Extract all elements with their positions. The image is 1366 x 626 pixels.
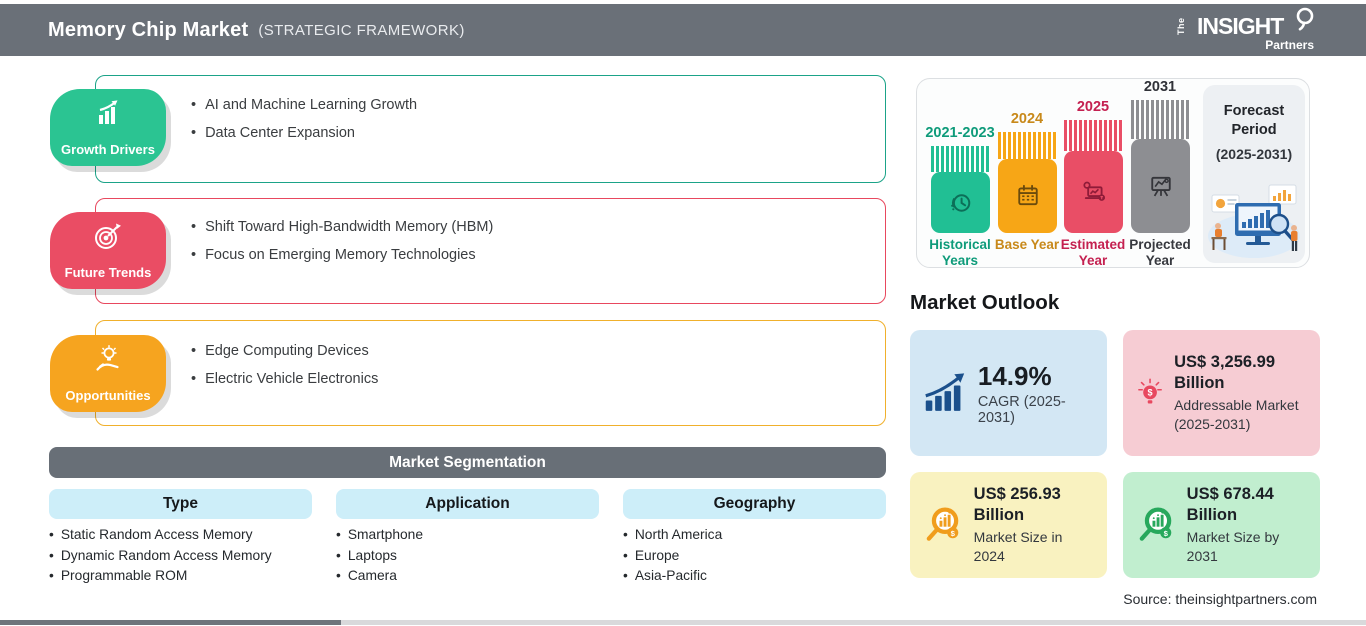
forecast-timeline-panel: 2021-2023 2024 2025 2031 (916, 78, 1310, 268)
badge-label: Growth Drivers (61, 142, 155, 157)
market-size-2024-value: US$ 256.93 Billion (973, 485, 1061, 524)
magnifier-chart-green-icon: $ (1139, 507, 1172, 541)
list-item: Edge Computing Devices (191, 337, 885, 365)
bar-caption: Projected Year (1129, 237, 1191, 268)
bar-caption: Base Year (994, 237, 1060, 252)
market-size-2031-caption: Market Size by 2031 (1186, 529, 1280, 564)
list-item: Laptops (336, 546, 599, 567)
page-subtitle: (STRATEGIC FRAMEWORK) (258, 21, 465, 39)
cagr-value: 14.9% (977, 360, 1052, 391)
svg-text:$: $ (1164, 529, 1169, 538)
horizontal-scrollbar-track[interactable] (0, 620, 1366, 625)
application-list: Smartphone Laptops Camera (336, 525, 599, 587)
target-dart-icon (95, 223, 121, 249)
logo-the-text: The (1176, 17, 1186, 35)
estimate-device-icon (1082, 181, 1105, 201)
market-size-2031-value: US$ 678.44 Billion (1186, 485, 1274, 524)
future-trends-box: Shift Toward High-Bandwidth Memory (HBM)… (95, 198, 886, 304)
projection-screen-icon (1150, 176, 1171, 197)
forecast-period-panel: Forecast Period (2025-2031) (1203, 85, 1305, 263)
geography-list: North America Europe Asia-Pacific (623, 525, 886, 587)
header-bar: Memory Chip Market (STRATEGIC FRAMEWORK)… (0, 4, 1366, 56)
bar-stripes (1064, 120, 1123, 151)
magnifier-chart-orange-icon: $ (926, 507, 959, 541)
type-list: Static Random Access Memory Dynamic Rand… (49, 525, 312, 587)
list-item: AI and Machine Learning Growth (191, 91, 885, 119)
future-trends-badge: Future Trends (50, 212, 166, 289)
list-item: Shift Toward High-Bandwidth Memory (HBM) (191, 213, 885, 241)
addressable-market-value: US$ 3,256.99 Billion (1174, 353, 1276, 392)
growth-drivers-box: AI and Machine Learning Growth Data Cent… (95, 75, 886, 183)
badge-label: Future Trends (64, 265, 152, 280)
badge-label: Opportunities (65, 388, 151, 403)
list-item: Programmable ROM (49, 566, 312, 587)
analytics-illustration (1208, 184, 1300, 258)
historical-years-bar (931, 146, 990, 233)
segmentation-column-type: Type (49, 489, 312, 519)
svg-text:$: $ (1148, 388, 1153, 398)
list-item: Asia-Pacific (623, 566, 886, 587)
svg-text:$: $ (951, 529, 956, 538)
market-size-2031-card: $ US$ 678.44 Billion Market Size by 2031 (1123, 472, 1320, 578)
cagr-card: 14.9% CAGR (2025-2031) (910, 330, 1107, 456)
bar-stripes (1131, 100, 1190, 139)
clock-history-icon (950, 193, 970, 212)
addressable-market-caption: Addressable Market (2025-2031) (1174, 397, 1299, 432)
list-item: Static Random Access Memory (49, 525, 312, 546)
bar-caption: Estimated Year (1060, 237, 1126, 268)
list-item: Dynamic Random Access Memory (49, 546, 312, 567)
logo-partners-text: Partners (1265, 38, 1314, 52)
future-trends-list: Shift Toward High-Bandwidth Memory (HBM)… (96, 199, 885, 269)
calendar-icon (1017, 184, 1038, 206)
bar-caption: Historical Years (929, 237, 991, 268)
magnifier-ring-icon (1296, 7, 1314, 31)
year-label: 2024 (1010, 111, 1044, 127)
list-item: Europe (623, 546, 886, 567)
base-year-bar (998, 132, 1057, 233)
growth-drivers-list: AI and Machine Learning Growth Data Cent… (96, 76, 885, 147)
bar-stripes (931, 146, 990, 172)
horizontal-scrollbar-thumb[interactable] (0, 620, 341, 625)
page-title: Memory Chip Market (48, 18, 249, 41)
year-label: 2021-2023 (925, 125, 995, 141)
year-label: 2031 (1143, 79, 1177, 95)
estimated-year-bar (1064, 120, 1123, 233)
opportunities-box: Edge Computing Devices Electric Vehicle … (95, 320, 886, 426)
opportunities-list: Edge Computing Devices Electric Vehicle … (96, 321, 885, 393)
list-item: Electric Vehicle Electronics (191, 365, 885, 393)
bar-body (931, 172, 990, 233)
bar-body (998, 159, 1057, 233)
year-label: 2025 (1076, 99, 1110, 115)
opportunities-badge: Opportunities (50, 335, 166, 412)
logo-insight-text: INSIGHT (1197, 13, 1284, 39)
addressable-market-card: $ US$ 3,256.99 Billion Addressable Marke… (1123, 330, 1320, 456)
cagr-caption: CAGR (2025-2031) (977, 393, 1066, 426)
market-size-2024-card: $ US$ 256.93 Billion Market Size in 2024 (910, 472, 1107, 578)
hand-bulb-icon (96, 345, 119, 371)
list-item: Smartphone (336, 525, 599, 546)
bar-stripes (998, 132, 1057, 159)
list-item: North America (623, 525, 886, 546)
bar-body (1064, 151, 1123, 233)
growth-chart-icon (99, 100, 118, 124)
segmentation-column-geography: Geography (623, 489, 886, 519)
market-segmentation-header: Market Segmentation (49, 447, 886, 478)
dollar-bulb-icon: $ (1138, 378, 1162, 404)
list-item: Data Center Expansion (191, 119, 885, 147)
source-attribution: Source: theinsightpartners.com (1123, 591, 1317, 607)
list-item: Focus on Emerging Memory Technologies (191, 241, 885, 269)
market-outlook-title: Market Outlook (910, 291, 1060, 314)
market-size-2024-caption: Market Size in 2024 (973, 529, 1063, 564)
list-item: Camera (336, 566, 599, 587)
forecast-period-label: Forecast Period (1223, 103, 1285, 138)
segmentation-column-application: Application (336, 489, 599, 519)
growth-arrow-chart-icon (925, 373, 965, 411)
bar-body (1131, 139, 1190, 233)
growth-drivers-badge: Growth Drivers (50, 89, 166, 166)
projected-year-bar (1131, 100, 1190, 233)
insight-partners-logo: The INSIGHT Partners (1176, 7, 1314, 52)
forecast-period-range: (2025-2031) (1215, 146, 1293, 162)
